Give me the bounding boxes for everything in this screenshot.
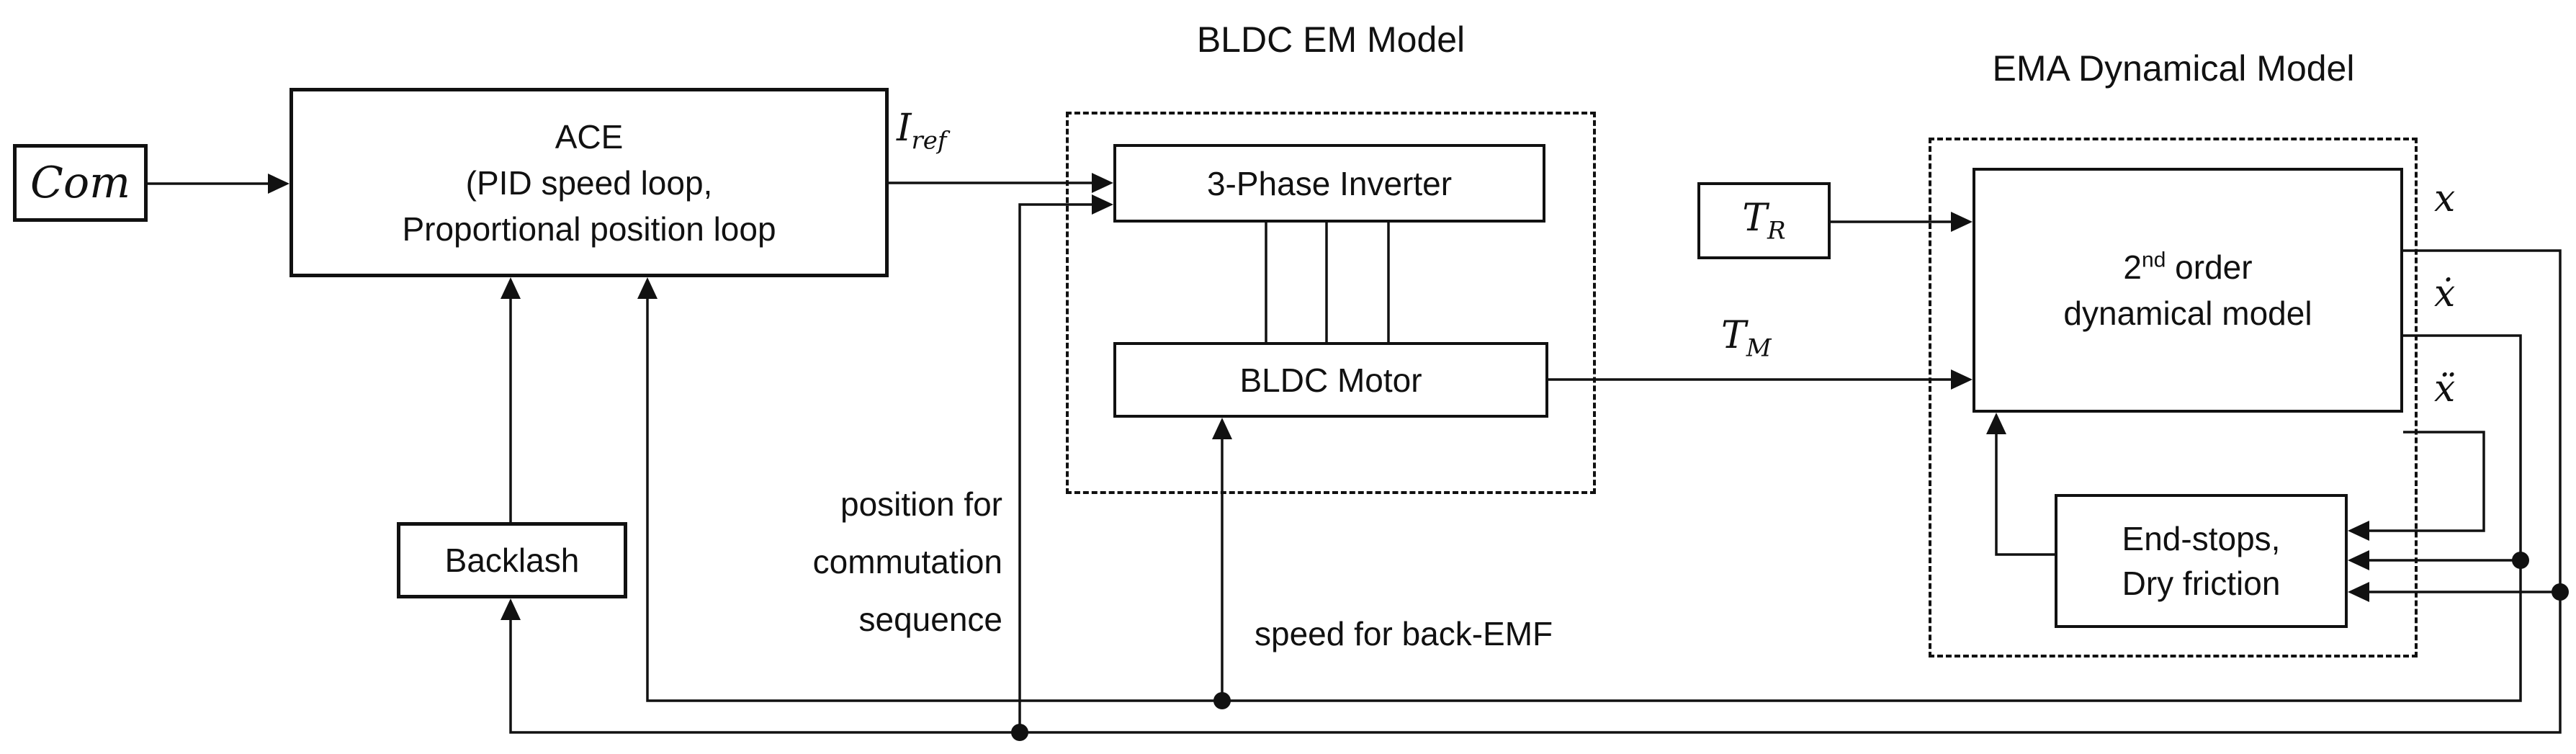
ace-label-line3: Proportional position loop (402, 210, 776, 248)
ema-dynamical-model-title: EMA Dynamical Model (1992, 48, 2355, 89)
ema-dynamical-model-frame (1929, 138, 2418, 657)
arrowhead-xdot-into-ace (637, 277, 658, 299)
wire-xdot-output-feedback (646, 297, 2522, 702)
torque-ref-label: TR (1742, 196, 1786, 246)
wire-position-feedback-to-inverter (1018, 203, 1093, 732)
ace-label-line2: (PID speed loop, (465, 163, 713, 202)
position-note-line1: position for (840, 485, 1002, 523)
arrowhead-backlash-into-ace (501, 277, 521, 299)
arrowhead-into-ace-from-com (268, 174, 290, 194)
xdot-output-label: ẋ (2434, 272, 2456, 315)
arrowhead-tm-into-model (1951, 369, 1973, 390)
three-phase-inverter-block: 3-Phase Inverter (1113, 144, 1545, 223)
arrowhead-tr-into-model (1951, 212, 1973, 232)
speed-for-back-emf-note: speed for back-EMF (1255, 615, 1553, 652)
endstops-label-line2: Dry friction (2122, 565, 2281, 602)
arrowhead-xddot-into-endstops (2348, 521, 2369, 541)
arrowhead-x-into-backlash (501, 598, 521, 620)
arrowhead-x-into-endstops (2348, 582, 2369, 602)
inverter-label: 3-Phase Inverter (1206, 164, 1453, 202)
x-output-label: x (2434, 177, 2456, 220)
motor-label: BLDC Motor (1239, 361, 1422, 399)
com-label: Com (30, 158, 130, 208)
arrowhead-position-into-inverter (1092, 194, 1113, 215)
second-order-label-line1: 2nd order (2123, 248, 2253, 286)
ace-label-line1: ACE (555, 117, 624, 156)
torque-ref-block: TR (1697, 182, 1831, 259)
xddot-output-label: ẍ (2434, 367, 2456, 410)
bldc-em-model-frame (1066, 112, 1596, 494)
backlash-label: Backlash (444, 542, 580, 579)
second-order-model-block: 2nd order dynamical model (1973, 168, 2403, 413)
bldc-em-model-title: BLDC EM Model (1196, 19, 1466, 60)
endstops-dry-friction-block: End-stops, Dry friction (2055, 494, 2348, 628)
com-block: Com (13, 144, 148, 222)
wire-x-output-feedback (509, 249, 2562, 734)
junction-dot-speed (1213, 692, 1231, 709)
position-note-line3: sequence (858, 601, 1003, 638)
arrowhead-speed-into-motor (1212, 418, 1232, 439)
tm-signal-label: TM (1721, 314, 1772, 363)
junction-dot-x (2552, 583, 2569, 601)
iref-signal-label: Iref (897, 107, 947, 156)
bldc-motor-block: BLDC Motor (1113, 342, 1548, 418)
ace-block: ACE (PID speed loop, Proportional positi… (290, 88, 889, 277)
junction-dot-position (1011, 724, 1028, 741)
wire-xddot-to-endstops (2368, 431, 2485, 532)
endstops-label-line1: End-stops, (2122, 520, 2281, 557)
second-order-label-line2: dynamical model (2063, 295, 2312, 332)
position-for-commutation-note: position for commutation sequence (670, 475, 1002, 648)
wire-endstops-to-model (1995, 433, 2055, 556)
arrowhead-endstops-into-model (1986, 413, 2006, 434)
position-note-line2: commutation (812, 543, 1002, 580)
backlash-block: Backlash (397, 522, 627, 598)
arrowhead-xdot-into-endstops (2348, 550, 2369, 570)
junction-dot-xdot (2512, 552, 2529, 569)
arrowhead-iref-into-inverter (1092, 173, 1113, 193)
